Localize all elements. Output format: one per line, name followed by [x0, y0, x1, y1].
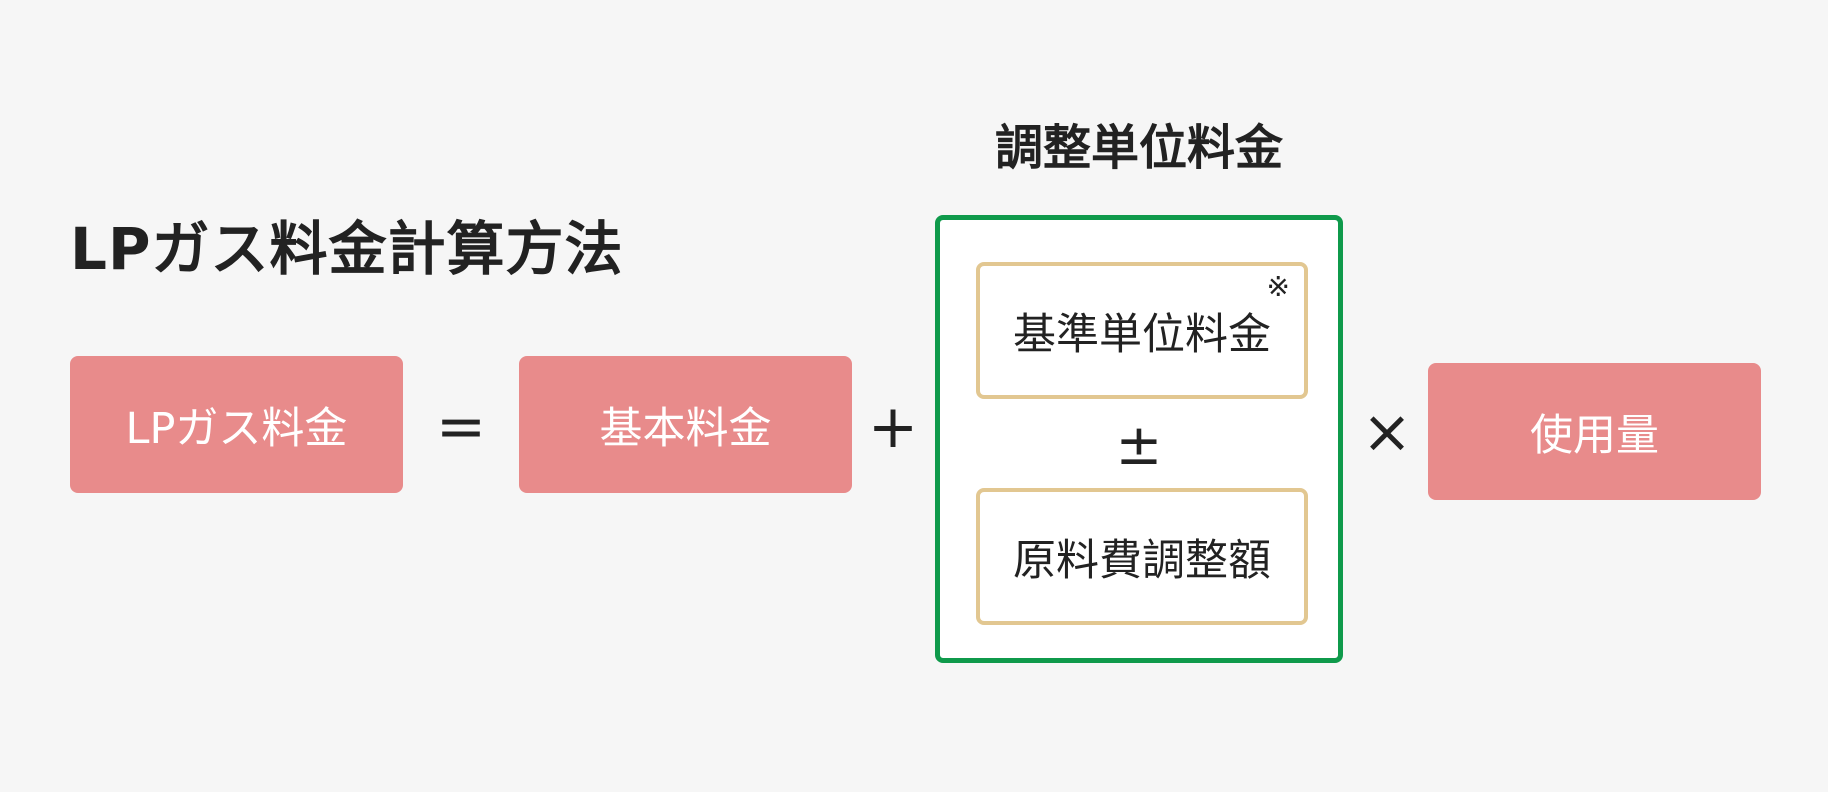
raw-material-adjustment-box: 原料費調整額	[976, 488, 1308, 625]
raw-material-adjustment-label: 原料費調整額	[1013, 535, 1271, 586]
standard-unit-rate-label: 基準単位料金	[1013, 309, 1271, 360]
times-sign: ×	[1361, 397, 1413, 467]
usage-label: 使用量	[1530, 410, 1659, 461]
adjusted-unit-rate-label: 調整単位料金	[994, 120, 1283, 176]
plus-minus-sign: ±	[1115, 413, 1163, 478]
base-fee-label: 基本料金	[599, 403, 772, 454]
usage-box: 使用量	[1428, 363, 1761, 500]
diagram-title: LPガス料金計算方法	[70, 215, 624, 283]
plus-sign: +	[867, 392, 919, 462]
lp-gas-fee-label: LPガス料金	[125, 403, 348, 454]
lp-gas-fee-box: LPガス料金	[70, 356, 403, 493]
adjusted-unit-rate-box: 基準単位料金 ※ ± 原料費調整額	[935, 215, 1343, 663]
note-mark: ※	[1266, 270, 1290, 303]
base-fee-box: 基本料金	[519, 356, 852, 493]
equals-sign: =	[435, 392, 487, 462]
standard-unit-rate-box: 基準単位料金 ※	[976, 262, 1308, 399]
